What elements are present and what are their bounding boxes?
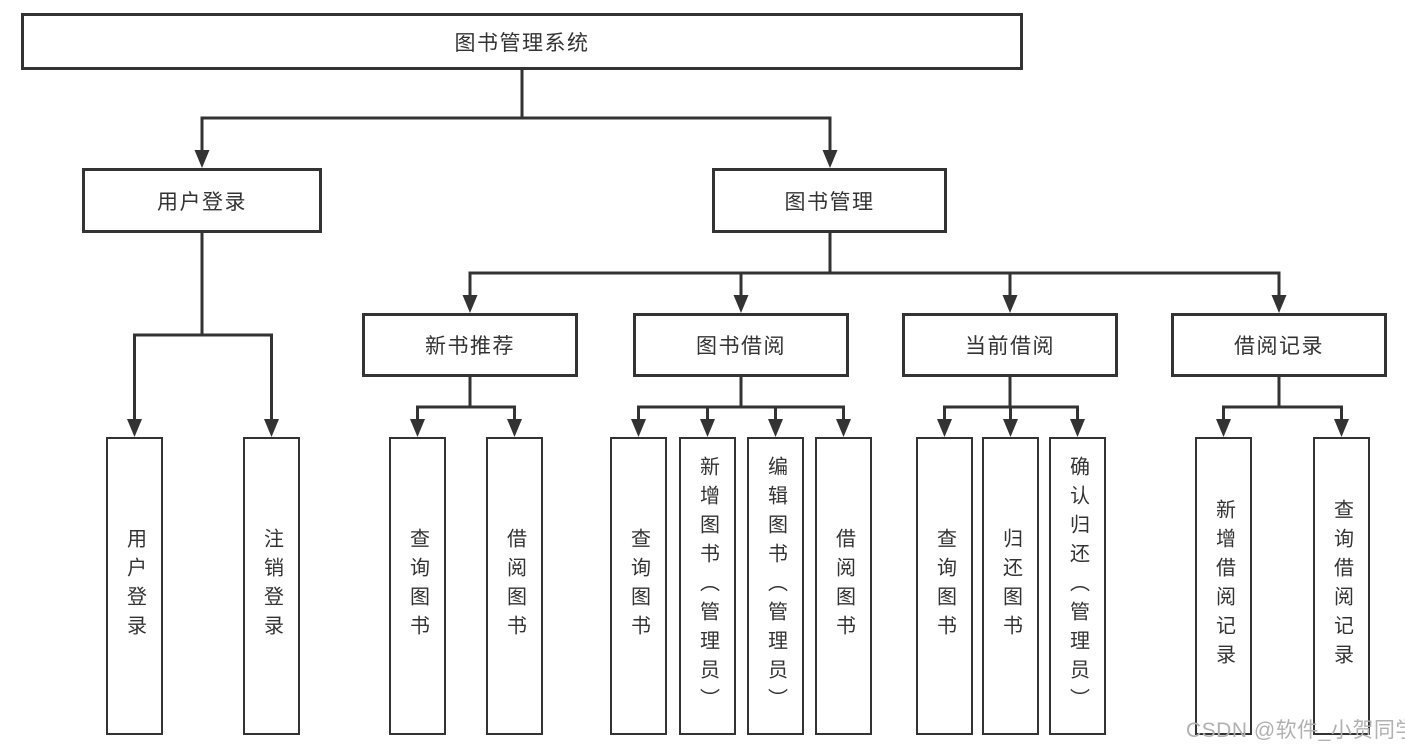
node-user-login: 用户登录 xyxy=(82,168,322,233)
leaf-edit-books-admin: 编辑图书（管理员） xyxy=(747,437,804,735)
leaf-user-login: 用户登录 xyxy=(106,437,163,735)
leaf-query-books-recommend: 查询图书 xyxy=(389,437,446,735)
leaf-query-borrow-record: 查询借阅记录 xyxy=(1313,437,1370,735)
node-current-borrow: 当前借阅 xyxy=(902,313,1118,377)
node-book-management: 图书管理 xyxy=(712,168,947,233)
leaf-query-books-borrow: 查询图书 xyxy=(610,437,667,735)
node-book-borrow: 图书借阅 xyxy=(633,313,849,377)
leaf-query-books-current: 查询图书 xyxy=(916,437,973,735)
leaf-add-borrow-record: 新增借阅记录 xyxy=(1195,437,1252,735)
leaf-borrow-books-recommend: 借阅图书 xyxy=(486,437,543,735)
csdn-watermark: CSDN @软件_小贺同学 xyxy=(1186,719,1405,742)
leaf-logout: 注销登录 xyxy=(243,437,300,735)
node-borrow-records: 借阅记录 xyxy=(1171,313,1387,377)
leaf-borrow-books: 借阅图书 xyxy=(815,437,872,735)
node-new-book-recommend: 新书推荐 xyxy=(362,313,578,377)
leaf-add-books-admin: 新增图书（管理员） xyxy=(679,437,736,735)
arrowheads xyxy=(127,150,1349,437)
node-root: 图书管理系统 xyxy=(21,13,1023,70)
leaf-confirm-return-admin: 确认归还（管理员） xyxy=(1049,437,1106,735)
leaf-return-books: 归还图书 xyxy=(982,437,1039,735)
